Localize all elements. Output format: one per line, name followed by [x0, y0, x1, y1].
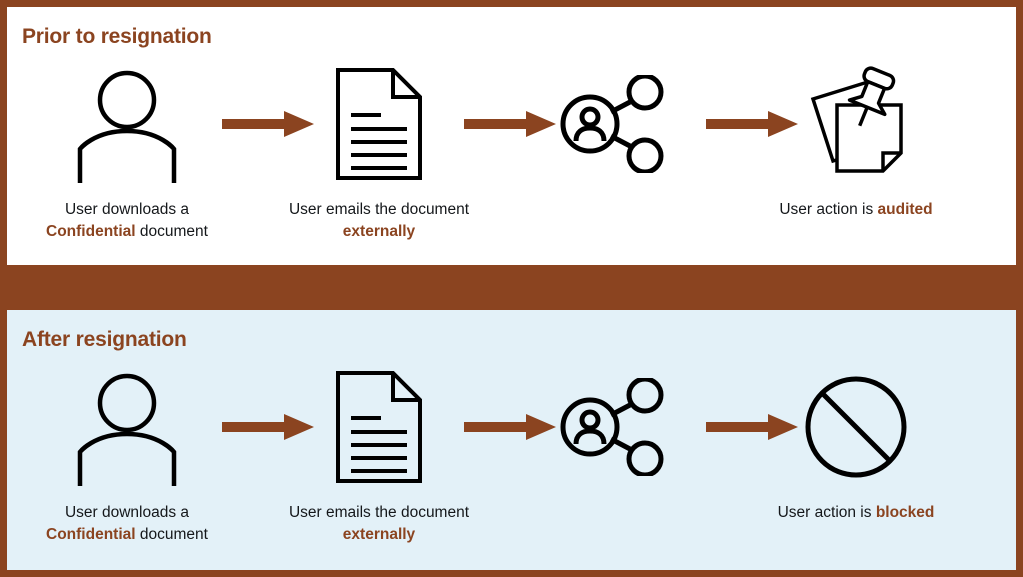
- captions-row-prior: User downloads a Confidential document U…: [7, 199, 1016, 259]
- arrow-share-to-outcome-icon: [702, 59, 802, 189]
- caption-line-2: Confidential document: [2, 221, 252, 243]
- flow-row-prior: [7, 59, 1016, 189]
- panel-title-prior: Prior to resignation: [22, 25, 212, 48]
- caption-email: User emails the document externally: [249, 199, 509, 243]
- audit-notes-pin-icon: [791, 59, 921, 189]
- caption-download: User downloads a Confidential document: [2, 502, 252, 546]
- caption-plain: document: [135, 526, 208, 543]
- document-icon: [314, 59, 444, 189]
- caption-plain: document: [135, 223, 208, 240]
- panel-title-after: After resignation: [22, 328, 187, 351]
- arrow-user-to-document-icon: [218, 59, 318, 189]
- caption-line-1: User action is audited: [726, 199, 986, 221]
- caption-line-1: User emails the document: [288, 201, 470, 218]
- caption-outcome: User action is audited: [726, 199, 986, 221]
- arrow-document-to-share-icon: [460, 59, 560, 189]
- caption-highlight: externally: [342, 223, 416, 240]
- caption-download: User downloads a Confidential document: [2, 199, 252, 243]
- caption-highlight: Confidential: [46, 223, 136, 240]
- captions-row-after: User downloads a Confidential document U…: [7, 502, 1016, 562]
- panel-after-resignation: After resignation: [7, 310, 1016, 570]
- caption-outcome: User action is blocked: [726, 502, 986, 524]
- caption-highlight: audited: [877, 201, 933, 218]
- caption-line-1: User downloads a: [64, 504, 190, 521]
- caption-highlight: externally: [342, 526, 416, 543]
- caption-line-1: User action is blocked: [726, 502, 986, 524]
- flow-row-after: [7, 362, 1016, 492]
- arrow-user-to-document-icon: [218, 362, 318, 492]
- caption-highlight: blocked: [875, 504, 935, 521]
- user-icon: [62, 59, 192, 189]
- caption-line-1: User emails the document: [288, 504, 470, 521]
- share-icon: [547, 59, 677, 189]
- panel-prior-to-resignation: Prior to resignation: [7, 7, 1016, 265]
- caption-line-1: User downloads a: [64, 201, 190, 218]
- caption-email: User emails the document externally: [249, 502, 509, 546]
- caption-highlight: Confidential: [46, 526, 136, 543]
- arrow-document-to-share-icon: [460, 362, 560, 492]
- caption-plain: User action is: [777, 504, 876, 521]
- document-icon: [314, 362, 444, 492]
- user-icon: [62, 362, 192, 492]
- blocked-icon: [791, 362, 921, 492]
- share-icon: [547, 362, 677, 492]
- arrow-share-to-outcome-icon: [702, 362, 802, 492]
- caption-plain: User action is: [779, 201, 878, 218]
- caption-line-2: Confidential document: [2, 524, 252, 546]
